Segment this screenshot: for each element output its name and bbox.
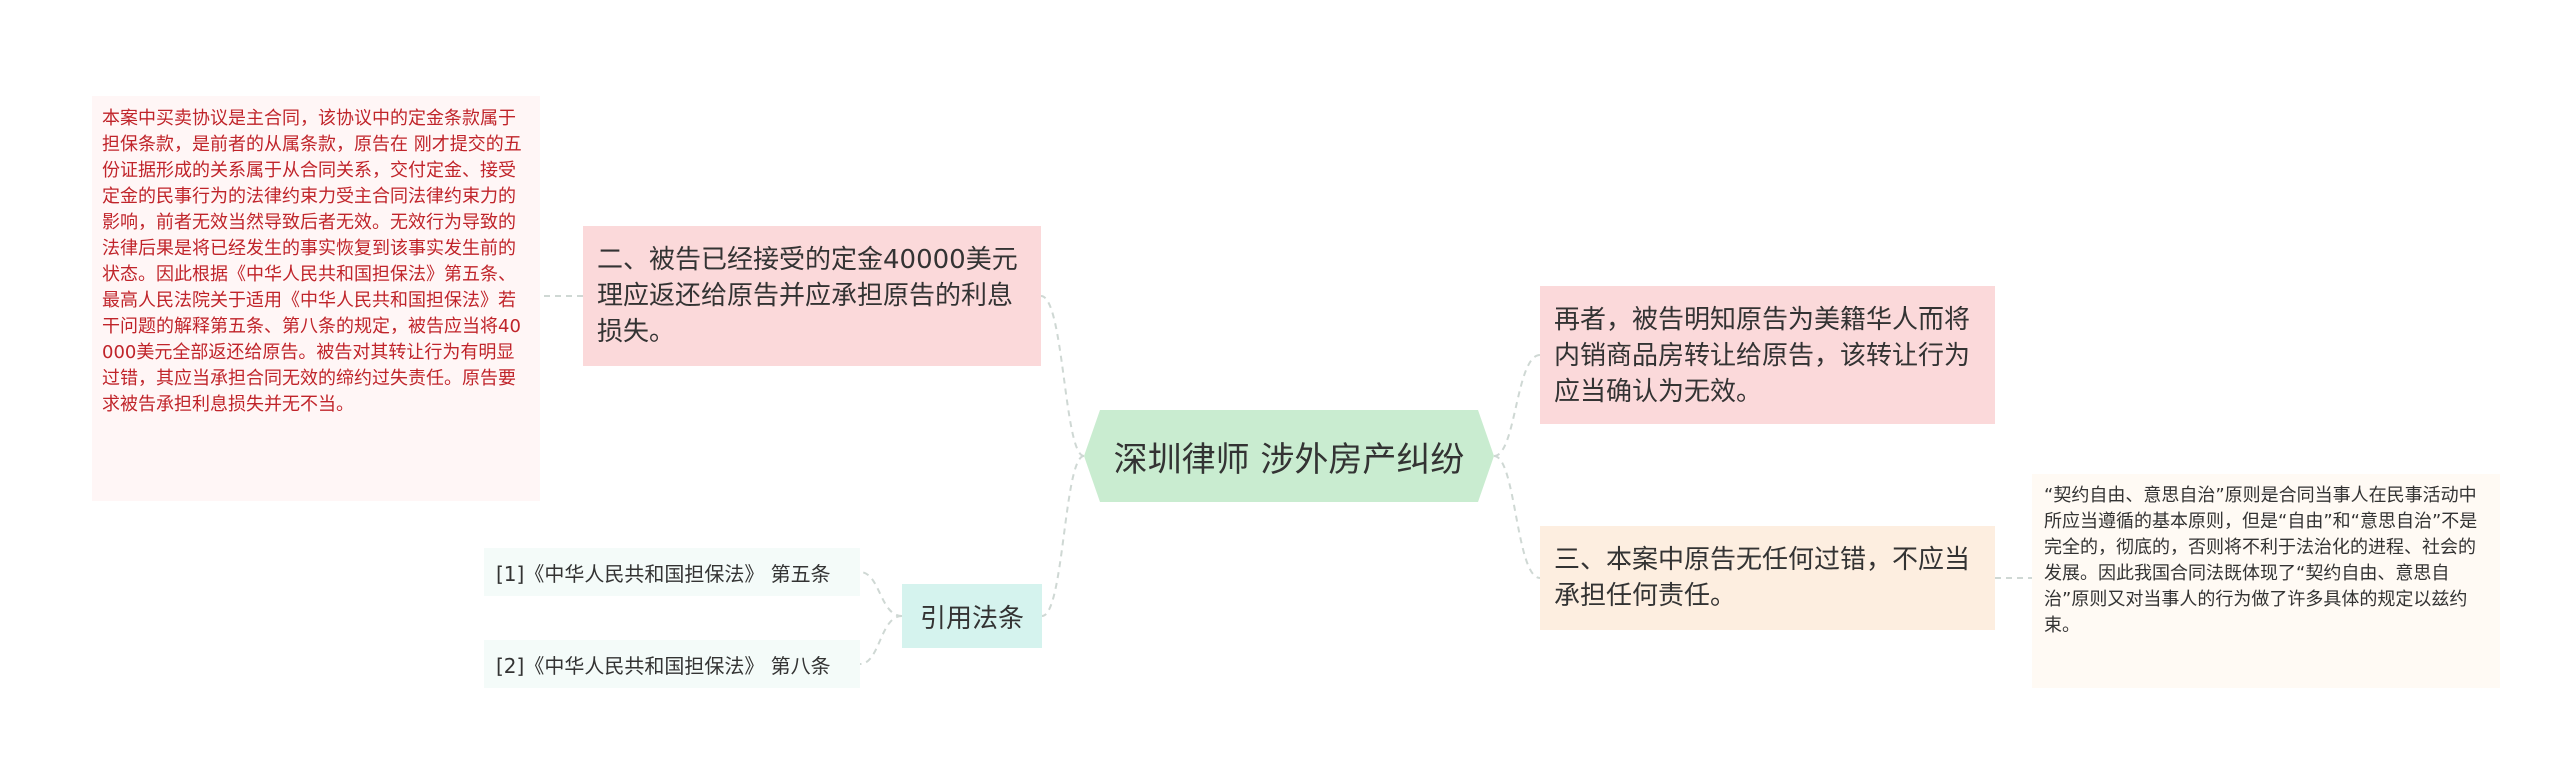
branch-deposit-return[interactable]: 二、被告已经接受的定金40000美元理应返还给原告并应承担原告的利息损失。 bbox=[583, 226, 1041, 366]
link-center-to-left-1 bbox=[1040, 295, 1085, 457]
link-center-to-right-2 bbox=[1493, 455, 1541, 579]
branch-transfer-invalid[interactable]: 再者，被告明知原告为美籍华人而将内销商品房转让给原告，该转让行为应当确认为无效。 bbox=[1540, 286, 1995, 424]
link-left-2-to-law-1 bbox=[859, 571, 903, 617]
link-center-to-left-2 bbox=[1041, 455, 1085, 617]
branch-plaintiff-no-fault[interactable]: 三、本案中原告无任何过错，不应当承担任何责任。 bbox=[1540, 526, 1995, 630]
branch-deposit-return-label: 二、被告已经接受的定金40000美元理应返还给原告并应承担原告的利息损失。 bbox=[597, 245, 1018, 347]
law-item-2[interactable]: [2]《中华人民共和国担保法》 第八条 bbox=[484, 640, 860, 688]
no-fault-detail-text: “契约自由、意思自治”原则是合同当事人在民事活动中所应当遵循的基本原则，但是“自… bbox=[2044, 485, 2478, 636]
deposit-return-detail-text: 本案中买卖协议是主合同，该协议中的定金条款属于担保条款，是前者的从属条款，原告在… bbox=[102, 108, 522, 415]
law-item-1-text: [1]《中华人民共和国担保法》 第五条 bbox=[496, 561, 831, 586]
branch-cited-laws-label: 引用法条 bbox=[919, 603, 1024, 634]
law-item-2-text: [2]《中华人民共和国担保法》 第八条 bbox=[496, 653, 831, 678]
central-topic[interactable]: 深圳律师 涉外房产纠纷 bbox=[1084, 410, 1494, 502]
link-center-to-right-1 bbox=[1493, 354, 1541, 457]
deposit-return-detail[interactable]: 本案中买卖协议是主合同，该协议中的定金条款属于担保条款，是前者的从属条款，原告在… bbox=[92, 96, 540, 501]
branch-transfer-invalid-label: 再者，被告明知原告为美籍华人而将内销商品房转让给原告，该转让行为应当确认为无效。 bbox=[1554, 305, 1971, 407]
law-item-1[interactable]: [1]《中华人民共和国担保法》 第五条 bbox=[484, 548, 860, 596]
no-fault-detail[interactable]: “契约自由、意思自治”原则是合同当事人在民事活动中所应当遵循的基本原则，但是“自… bbox=[2032, 474, 2500, 688]
branch-cited-laws[interactable]: 引用法条 bbox=[902, 584, 1042, 648]
branch-plaintiff-no-fault-label: 三、本案中原告无任何过错，不应当承担任何责任。 bbox=[1554, 545, 1971, 611]
central-topic-label: 深圳律师 涉外房产纠纷 bbox=[1113, 439, 1465, 480]
link-left-2-to-law-2 bbox=[859, 615, 903, 665]
